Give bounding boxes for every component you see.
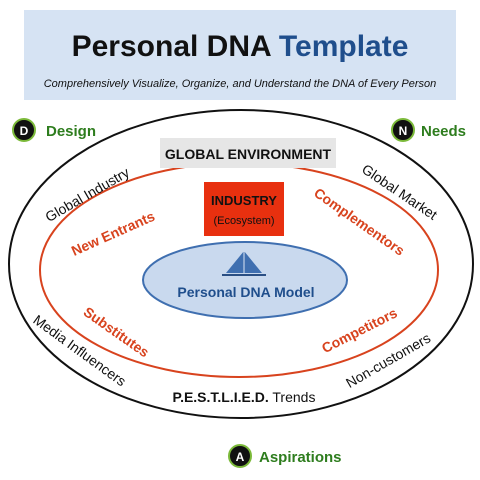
page-subtitle: Comprehensively Visualize, Organize, and… [43,78,437,90]
page-title: Personal DNA Template [24,30,456,64]
needs-badge-label: Needs [421,123,466,140]
design-badge: D Design [12,118,96,142]
competitors-label: Competitors [319,304,400,356]
design-badge-circle [12,118,36,142]
center-label: Personal DNA Model [177,284,314,300]
needs-badge: N Needs [391,118,466,142]
trends-label: P.E.S.T.L.I.E.D. Trends [173,389,316,405]
global-environment-label: GLOBAL ENVIRONMENT [165,146,332,162]
aspirations-badge-label: Aspirations [259,449,342,466]
needs-badge-letter: N [399,124,408,138]
new-entrants-label: New Entrants [69,208,157,259]
design-badge-label: Design [46,123,96,140]
personal-dna-model [142,241,348,319]
global-environment-box [160,138,336,168]
title-main: Personal DNA [71,30,271,63]
global-market-label: Global Market [359,161,440,223]
needs-badge-circle [391,118,415,142]
global-industry-label: Global Industry [42,164,132,225]
outer-ring [8,109,474,419]
title-accent: Template [278,30,409,63]
tent-icon [222,251,266,276]
industry-box [204,182,284,236]
design-badge-letter: D [20,124,29,138]
header-banner: Personal DNA Template Comprehensively Vi… [24,10,456,100]
industry-subtitle: (Ecosystem) [213,215,274,227]
aspirations-badge: A Aspirations [228,444,342,468]
industry-title: INDUSTRY [211,193,277,208]
aspirations-badge-circle [228,444,252,468]
aspirations-badge-letter: A [236,450,245,464]
